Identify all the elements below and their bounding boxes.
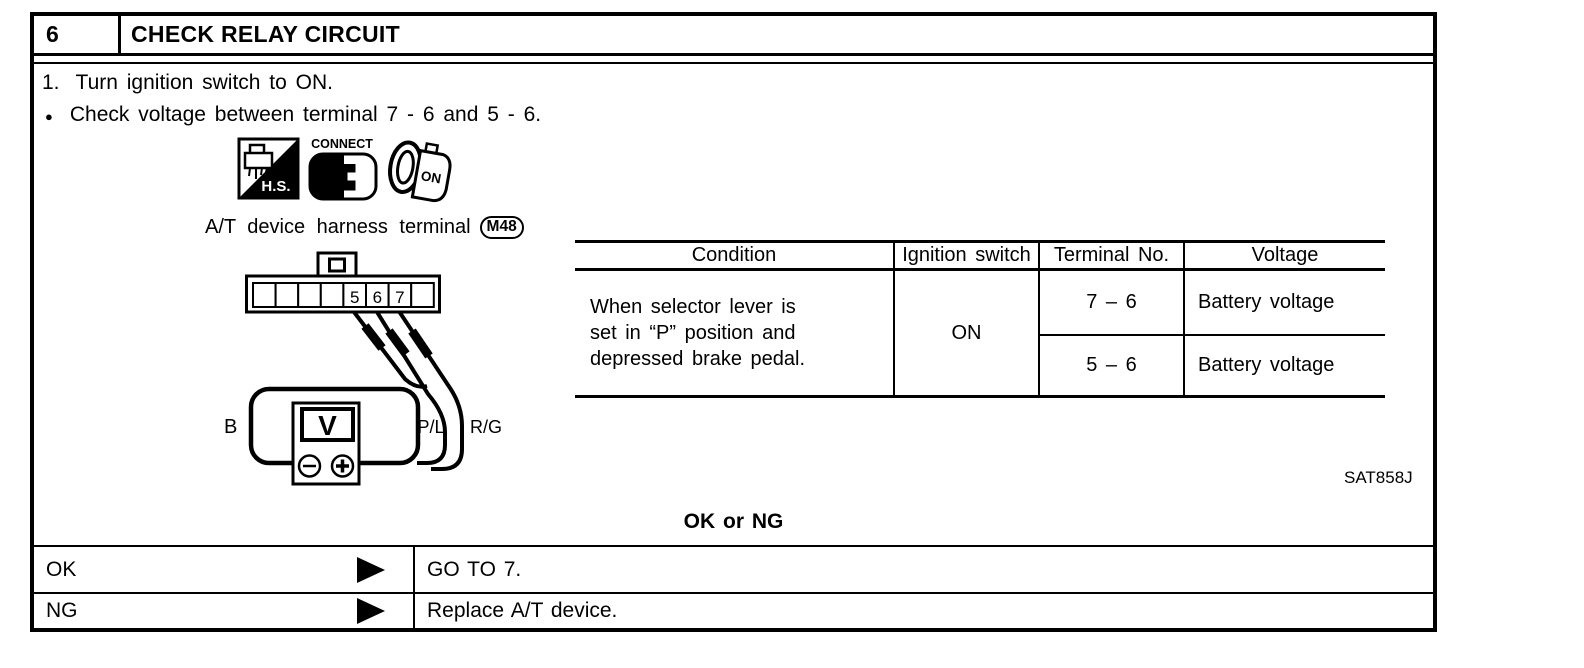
key-on-label: ON bbox=[420, 168, 443, 186]
ignition-switch-cell: ON bbox=[895, 271, 1040, 395]
tool-icons-row: H.S. CONNECT ON bbox=[237, 137, 456, 205]
step-number: 6 bbox=[34, 16, 121, 53]
column-header-voltage: Voltage bbox=[1185, 243, 1385, 271]
result-ng-cell: NG bbox=[34, 594, 415, 628]
column-header-condition: Condition bbox=[575, 243, 895, 271]
connector-voltmeter-diagram: 5 6 7 V B P/L R/G bbox=[224, 251, 502, 486]
terminal-6-label: 6 bbox=[373, 288, 382, 307]
voltage-cell-row1: Battery voltage bbox=[1185, 271, 1385, 336]
probe-wire-6 bbox=[375, 310, 447, 465]
wire-label-b: B bbox=[224, 416, 237, 438]
wire-label-pl: P/L bbox=[417, 417, 444, 437]
result-ok-label: OK bbox=[46, 557, 77, 581]
condition-line: When selector lever is bbox=[590, 296, 796, 318]
instruction-bullet: ● Check voltage between terminal 7 - 6 an… bbox=[45, 103, 541, 127]
harness-label-text: A/T device harness terminal bbox=[205, 216, 471, 238]
result-ok-cell: OK bbox=[34, 547, 415, 592]
result-ok-action: GO TO 7. bbox=[427, 557, 522, 581]
result-table: OK GO TO 7. NG Replace A/T device. bbox=[34, 545, 1433, 628]
voltmeter-symbol: V bbox=[318, 410, 337, 441]
wire-label-rg: R/G bbox=[470, 417, 502, 437]
column-header-terminal-no: Terminal No. bbox=[1040, 243, 1185, 271]
terminal-5-label: 5 bbox=[350, 288, 359, 307]
step-title: CHECK RELAY CIRCUIT bbox=[131, 21, 400, 47]
condition-line: set in “P” position and bbox=[590, 322, 796, 344]
column-header-ignition-switch: Ignition switch bbox=[895, 243, 1040, 271]
connect-label: CONNECT bbox=[311, 137, 373, 151]
bullet-text: Check voltage between terminal 7 - 6 and… bbox=[69, 103, 542, 126]
result-row-ng: NG Replace A/T device. bbox=[34, 592, 1433, 628]
arrow-right-icon bbox=[357, 598, 385, 624]
procedure-step-box: 6 CHECK RELAY CIRCUIT 1. Turn ignition sw… bbox=[30, 12, 1437, 632]
step-text: Turn ignition switch to ON. bbox=[75, 71, 333, 94]
figure-code: SAT858J bbox=[1344, 468, 1413, 487]
bullet-icon: ● bbox=[45, 108, 53, 124]
probe-wire-7 bbox=[397, 310, 464, 471]
step-prefix: 1. bbox=[42, 71, 60, 94]
voltmeter-display bbox=[300, 407, 355, 442]
decision-label: OK or NG bbox=[683, 510, 784, 533]
arrow-right-icon bbox=[357, 556, 385, 583]
result-row-ok: OK GO TO 7. bbox=[34, 545, 1433, 592]
step-header: 6 CHECK RELAY CIRCUIT bbox=[34, 16, 1433, 56]
hs-tool-icon: H.S. bbox=[237, 137, 300, 200]
result-ng-label: NG bbox=[46, 599, 78, 622]
voltage-cell-row2: Battery voltage bbox=[1198, 354, 1335, 376]
connect-icon: CONNECT bbox=[308, 137, 378, 201]
header-divider bbox=[34, 62, 1433, 64]
ignition-key-on-icon: ON bbox=[388, 140, 452, 203]
terminal-7-label: 7 bbox=[395, 288, 404, 307]
terminal-cell-row1: 7 – 6 bbox=[1040, 271, 1185, 336]
condition-line: depressed brake pedal. bbox=[590, 348, 806, 370]
hs-label: H.S. bbox=[261, 178, 290, 195]
voltage-table: Condition Ignition switch Terminal No. V… bbox=[575, 240, 1385, 398]
condition-cell: When selector lever is set in “P” positi… bbox=[575, 271, 895, 395]
result-ng-action: Replace A/T device. bbox=[427, 599, 618, 622]
harness-terminal-label: A/T device harness terminal M48 bbox=[205, 216, 524, 239]
connector-id-badge: M48 bbox=[479, 216, 524, 239]
terminal-cell-row2: 5 – 6 bbox=[1040, 336, 1185, 395]
instruction-step: 1. Turn ignition switch to ON. bbox=[42, 71, 333, 95]
